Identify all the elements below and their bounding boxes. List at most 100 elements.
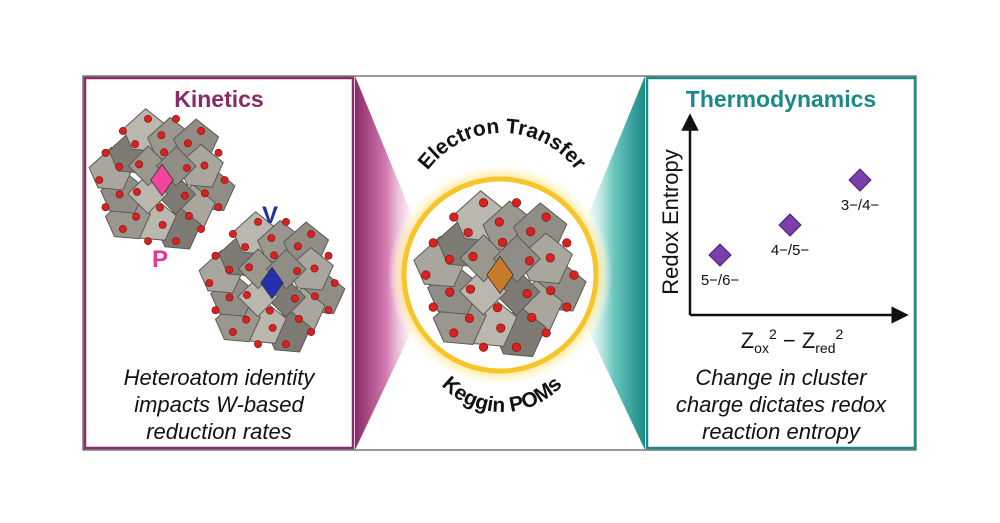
- x-title-minus: − Z: [777, 328, 816, 353]
- thermodynamics-title: Thermodynamics: [685, 86, 877, 112]
- data-point-label-3: 3−/4−: [841, 197, 880, 214]
- kinetics-title: Kinetics: [174, 86, 264, 112]
- v-cluster-oxygen-atom: [290, 294, 299, 303]
- phosphorus-label: P: [152, 246, 169, 273]
- center-cluster-oxygen-atom: [421, 270, 431, 280]
- v-cluster-oxygen-atom: [324, 251, 333, 260]
- v-cluster-oxygen-atom: [330, 279, 339, 287]
- p-cluster-inner-polyhedron: [127, 145, 169, 187]
- v-cluster-oxygen-atom: [243, 291, 251, 299]
- center-cluster-oxygen-atom: [527, 312, 537, 323]
- v-cluster-oxygen-atom: [267, 234, 276, 243]
- v-cluster-oxygen-atom: [241, 243, 250, 251]
- p-cluster-oxygen-atom: [180, 191, 189, 200]
- p-cluster-oxygen-atom: [158, 220, 167, 229]
- p-cluster-oxygen-atom: [135, 160, 144, 169]
- x-title-sub-red: red: [815, 340, 835, 356]
- p-cluster-oxygen-atom: [200, 161, 209, 170]
- y-axis-title: Redox Entropy: [658, 149, 683, 295]
- p-cluster-oxygen-atom: [144, 114, 152, 123]
- v-cluster-oxygen-atom: [324, 306, 333, 315]
- data-point-label-2: 4−/5−: [771, 242, 810, 259]
- center-cluster-oxygen-atom: [468, 251, 478, 262]
- p-cluster-oxygen-atom: [115, 162, 124, 171]
- center-cluster-oxygen-atom: [511, 342, 522, 352]
- center-cluster-oxygen-atom: [562, 302, 572, 312]
- v-cluster-oxygen-atom: [225, 293, 234, 302]
- left-funnel: [355, 76, 412, 450]
- v-cluster-inner-polyhedron: [265, 248, 307, 290]
- v-cluster-oxygen-atom: [254, 217, 262, 226]
- p-cluster-oxygen-atom: [133, 188, 141, 196]
- p-cluster-oxygen-atom: [197, 127, 206, 135]
- data-point-3: [848, 168, 872, 192]
- v-cluster-oxygen-atom: [268, 323, 277, 332]
- center-cluster-oxygen-atom: [492, 303, 503, 313]
- center-cluster-oxygen-atom: [511, 198, 522, 208]
- p-cluster-oxygen-atom: [220, 176, 229, 184]
- v-cluster-oxygen-atom: [211, 306, 220, 315]
- entropy-chart: Redox Entropy Zox2 − Zred2 5−/6−4−/5−3−/…: [658, 113, 909, 356]
- phosphorus-keggin-cluster: [88, 108, 236, 250]
- p-cluster-oxygen-atom: [197, 225, 206, 233]
- p-cluster-oxygen-atom: [157, 131, 166, 140]
- p-cluster-oxygen-atom: [131, 140, 140, 148]
- right-funnel: [588, 76, 645, 450]
- v-cluster-oxygen-atom: [282, 340, 290, 349]
- center-cluster-oxygen-atom: [464, 313, 475, 323]
- v-cluster-oxygen-atom: [225, 265, 234, 274]
- v-cluster-heteroatom: [260, 266, 284, 300]
- kinetics-caption-line-1: Heteroatom identity: [123, 365, 315, 390]
- data-point-label-1: 5−/6−: [701, 272, 740, 289]
- center-cluster-oxygen-atom: [541, 328, 551, 338]
- thermodynamics-panel: [645, 76, 917, 450]
- p-cluster-oxygen-atom: [132, 212, 141, 221]
- p-cluster-oxygen-atom: [118, 127, 127, 135]
- v-cluster-oxygen-atom: [205, 279, 214, 287]
- v-cluster-oxygen-atom: [254, 340, 262, 349]
- center-cluster-heteroatom: [486, 255, 514, 295]
- v-cluster-oxygen-atom: [307, 328, 316, 336]
- vanadium-keggin-cluster: [198, 211, 346, 353]
- center-cluster-oxygen-atom: [444, 254, 454, 264]
- p-cluster-oxygen-atom: [101, 203, 110, 212]
- kinetics-caption: Heteroatom identity impacts W-based redu…: [92, 364, 346, 445]
- p-cluster-oxygen-atom: [214, 148, 223, 157]
- p-cluster-oxygen-atom: [118, 225, 127, 233]
- center-cluster-oxygen-atom: [497, 237, 508, 247]
- data-point-2: [778, 213, 802, 237]
- v-cluster-oxygen-atom: [211, 251, 220, 260]
- center-cluster-oxygen-atom: [541, 212, 551, 222]
- kinetics-caption-line-2: impacts W-based: [134, 392, 304, 417]
- center-cluster-oxygen-atom: [463, 227, 473, 238]
- p-cluster-oxygen-atom: [144, 237, 152, 246]
- p-cluster-oxygen-atom: [172, 114, 180, 123]
- p-cluster-oxygen-atom: [95, 176, 104, 184]
- thermodynamics-caption-line-2: charge dictates redox: [675, 392, 887, 417]
- kinetics-caption-line-3: reduction rates: [146, 419, 292, 444]
- v-cluster-oxygen-atom: [307, 230, 316, 238]
- center-cluster-oxygen-atom: [449, 328, 459, 338]
- thermodynamics-caption-line-1: Change in cluster: [695, 365, 867, 390]
- p-cluster-oxygen-atom: [183, 139, 192, 148]
- thermodynamics-caption: Change in cluster charge dictates redox …: [652, 364, 910, 445]
- p-cluster-oxygen-atom: [160, 148, 169, 157]
- data-point-1: [708, 243, 732, 267]
- v-cluster-oxygen-atom: [270, 251, 279, 260]
- center-cluster-oxygen-atom: [449, 212, 459, 222]
- thermodynamics-caption-line-3: reaction entropy: [702, 419, 860, 444]
- v-cluster-oxygen-atom: [282, 217, 290, 226]
- center-cluster-oxygen-atom: [478, 198, 489, 208]
- v-cluster-oxygen-atom: [245, 263, 254, 272]
- center-cluster-oxygen-atom: [445, 287, 455, 297]
- center-cluster-oxygen-atom: [562, 238, 572, 248]
- center-cluster-oxygen-atom: [545, 253, 555, 263]
- v-cluster-oxygen-atom: [265, 306, 274, 315]
- center-cluster-oxygen-atom: [465, 284, 476, 294]
- x-title-sup-2a: 2: [769, 326, 777, 342]
- p-cluster-heteroatom: [150, 163, 174, 197]
- vanadium-label: V: [262, 202, 279, 229]
- p-cluster-oxygen-atom: [115, 190, 124, 199]
- v-cluster-inner-polyhedron: [237, 248, 279, 290]
